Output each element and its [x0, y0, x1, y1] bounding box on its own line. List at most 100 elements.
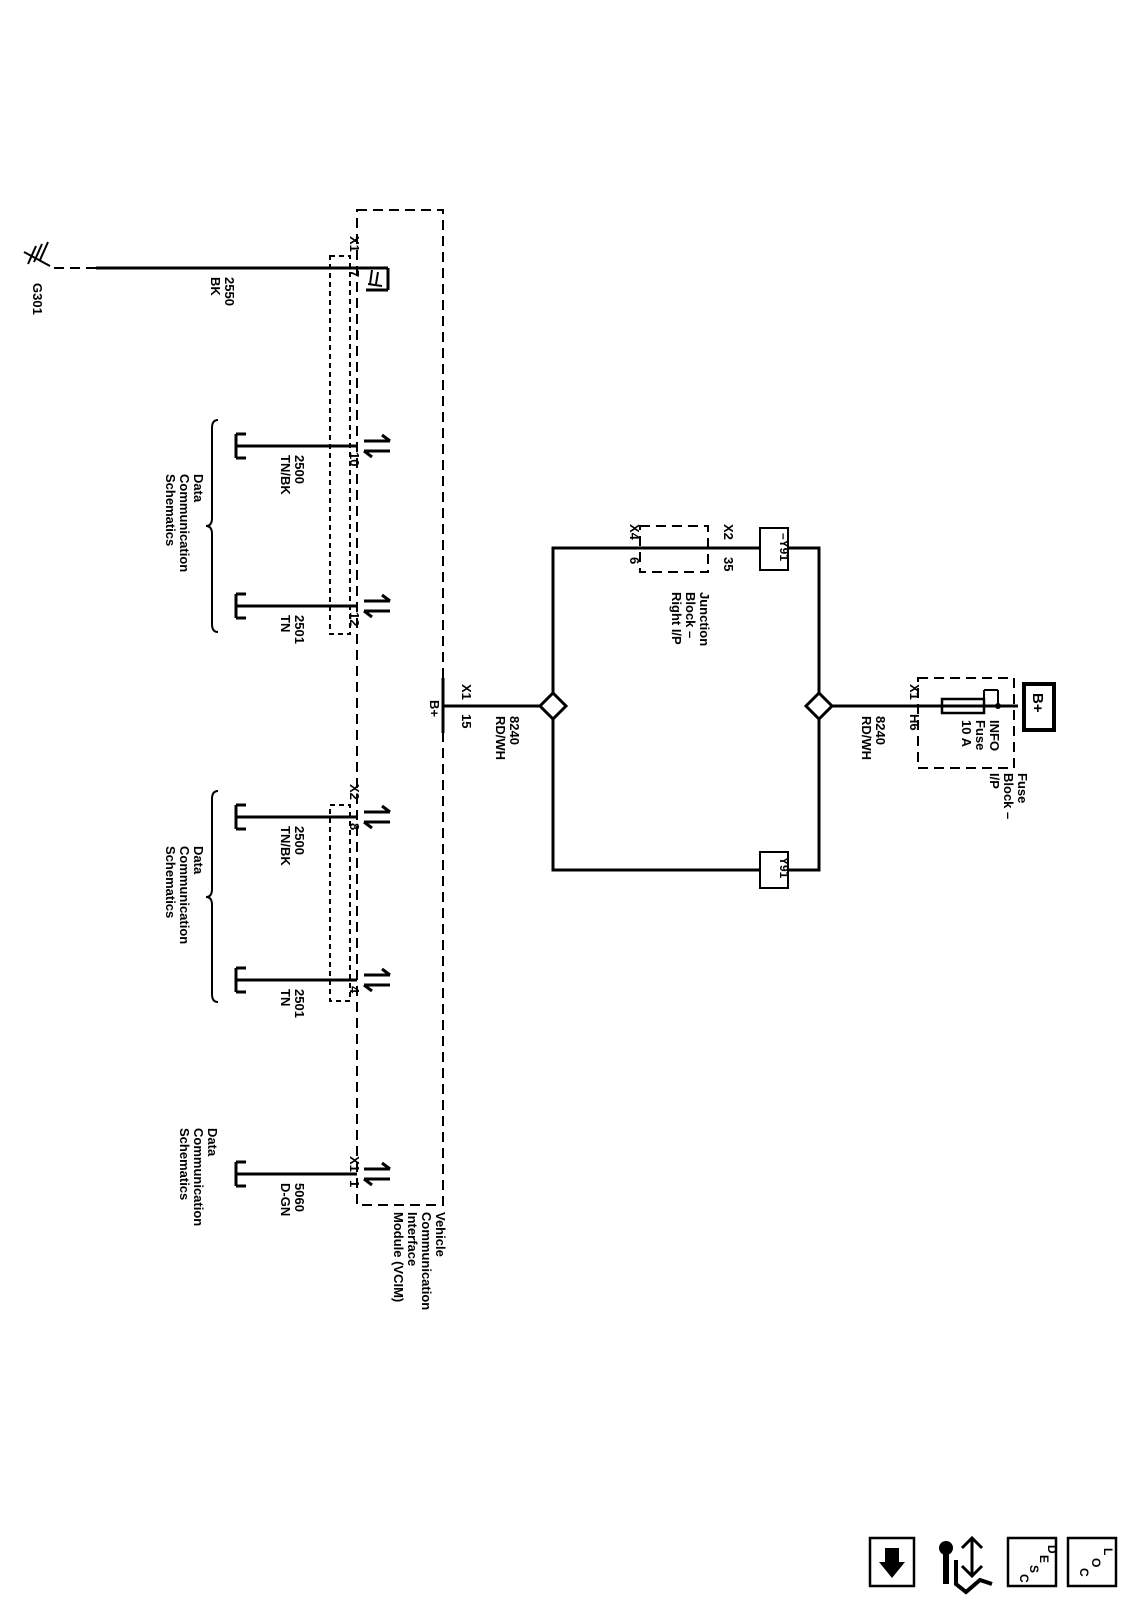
svg-text:–Y91: –Y91 — [777, 533, 791, 561]
svg-text:C: C — [1077, 1568, 1091, 1577]
battery-b-plus: B+ — [1022, 682, 1056, 732]
vcim-b-plus-label: B+ — [427, 700, 442, 717]
bidirectional-arrow-icon — [363, 967, 391, 993]
brace-1 — [205, 419, 219, 633]
pin-12: 12 — [347, 612, 362, 626]
data-lines — [234, 432, 357, 1188]
svg-text:Communication: Communication — [177, 846, 192, 944]
pin-15: 15 — [459, 714, 474, 728]
svg-text:8240: 8240 — [873, 716, 888, 745]
svg-text:8240: 8240 — [507, 716, 522, 745]
wire-2501-a: 2501 TN — [278, 615, 307, 644]
data-comm-reference-3[interactable]: Data Communication Schematics — [177, 1128, 220, 1226]
svg-text:Fuse: Fuse — [1015, 773, 1030, 803]
connector-icon[interactable] — [939, 1535, 993, 1595]
fuse-block-box — [917, 677, 1015, 769]
svg-text:Fuse: Fuse — [973, 720, 988, 750]
pin-8: 8 — [347, 823, 362, 830]
option-not-y91: –Y91 — [759, 527, 791, 571]
vcim-module-label: Vehicle Communication Interface Module (… — [391, 1212, 448, 1310]
location-icon[interactable]: L O C — [1066, 1536, 1118, 1588]
splice-lower — [537, 690, 569, 722]
junction-x4-label: X4 — [627, 524, 642, 541]
ground-icon — [23, 241, 51, 267]
svg-text:C: C — [1017, 1574, 1031, 1583]
bidirectional-arrow-icon — [363, 433, 391, 459]
svg-text:Schematics: Schematics — [163, 846, 178, 918]
connector-x1-top-label: X1 — [347, 236, 362, 252]
wire-5060: 5060 D-GN — [278, 1183, 307, 1216]
svg-text:S: S — [1027, 1565, 1041, 1573]
svg-text:2500: 2500 — [292, 826, 307, 855]
junction-pin-6: 6 — [627, 557, 642, 564]
svg-text:Vehicle: Vehicle — [433, 1212, 448, 1257]
pin-7: 7 — [347, 270, 362, 277]
svg-text:Block –: Block – — [683, 592, 698, 638]
svg-text:Module (VCIM): Module (VCIM) — [391, 1212, 406, 1302]
svg-text:Interface: Interface — [405, 1212, 420, 1266]
junction-pin-35: 35 — [721, 557, 736, 571]
description-icon[interactable]: D E S C — [1006, 1536, 1059, 1588]
ground-label: G301 — [30, 283, 45, 315]
connector-x1-bottom-label: X1 — [347, 1156, 362, 1172]
fuse-icon — [940, 689, 1018, 715]
junction-x2-label: X2 — [721, 524, 736, 540]
svg-text:5060: 5060 — [292, 1183, 307, 1212]
splice-upper — [803, 690, 835, 722]
svg-text:D: D — [1045, 1545, 1059, 1554]
svg-text:RD/WH: RD/WH — [859, 716, 874, 760]
bidirectional-arrow-icon — [363, 593, 391, 619]
svg-text:Junction: Junction — [697, 592, 712, 646]
svg-text:Y91: Y91 — [777, 857, 791, 879]
svg-text:TN/BK: TN/BK — [278, 455, 293, 495]
arrow-down-icon[interactable] — [868, 1536, 916, 1588]
svg-text:TN: TN — [278, 989, 293, 1006]
connector-x2-mid — [329, 804, 351, 1002]
svg-text:Data: Data — [191, 474, 206, 503]
data-comm-reference-1[interactable]: Data Communication Schematics — [163, 474, 206, 572]
data-comm-reference-2[interactable]: Data Communication Schematics — [163, 846, 206, 944]
ground-pin-icon — [366, 268, 390, 292]
svg-text:E: E — [1037, 1555, 1051, 1563]
svg-text:Data: Data — [191, 846, 206, 875]
junction-block-box — [639, 525, 709, 573]
fuse-pin-h6: H6 — [907, 714, 922, 731]
pin-1: 1 — [347, 1180, 362, 1187]
svg-text:2550: 2550 — [222, 277, 237, 306]
svg-text:2501: 2501 — [292, 615, 307, 644]
wire-2550: 2550 BK — [208, 277, 237, 306]
svg-text:2501: 2501 — [292, 989, 307, 1018]
svg-text:Communication: Communication — [177, 474, 192, 572]
brace-2 — [205, 790, 219, 1003]
fuse-info-label: INFO Fuse 10 A — [959, 720, 1002, 751]
svg-text:I/P: I/P — [987, 773, 1002, 789]
svg-text:TN: TN — [278, 615, 293, 632]
wire-8240-b: 8240 RD/WH — [859, 716, 888, 760]
svg-text:2500: 2500 — [292, 455, 307, 484]
svg-text:Communication: Communication — [419, 1212, 434, 1310]
fuse-x1-label: X1 — [907, 684, 922, 700]
svg-text:D-GN: D-GN — [278, 1183, 293, 1216]
bidirectional-arrow-icon — [363, 1161, 391, 1187]
ground-g301: G301 — [23, 241, 51, 315]
connector-x2-label: X2 — [347, 784, 362, 800]
svg-text:BK: BK — [208, 277, 223, 296]
svg-text:O: O — [1089, 1558, 1103, 1567]
svg-text:TN/BK: TN/BK — [278, 826, 293, 866]
svg-text:Schematics: Schematics — [177, 1128, 192, 1200]
wire-2501-b: 2501 TN — [278, 989, 307, 1018]
svg-text:Right I/P: Right I/P — [669, 592, 684, 645]
svg-text:Communication: Communication — [191, 1128, 206, 1226]
svg-text:INFO: INFO — [987, 720, 1002, 751]
pin-4: 4 — [347, 986, 362, 994]
svg-text:10 A: 10 A — [959, 720, 974, 748]
option-y91: Y91 — [759, 851, 791, 889]
bidirectional-arrow-icon — [363, 804, 391, 830]
connector-x1-power-label: X1 — [459, 684, 474, 700]
svg-text:Schematics: Schematics — [163, 474, 178, 546]
pin-10: 10 — [347, 452, 362, 466]
wire-2500-b: 2500 TN/BK — [278, 826, 307, 866]
svg-text:RD/WH: RD/WH — [493, 716, 508, 760]
svg-text:B+: B+ — [1029, 693, 1046, 713]
